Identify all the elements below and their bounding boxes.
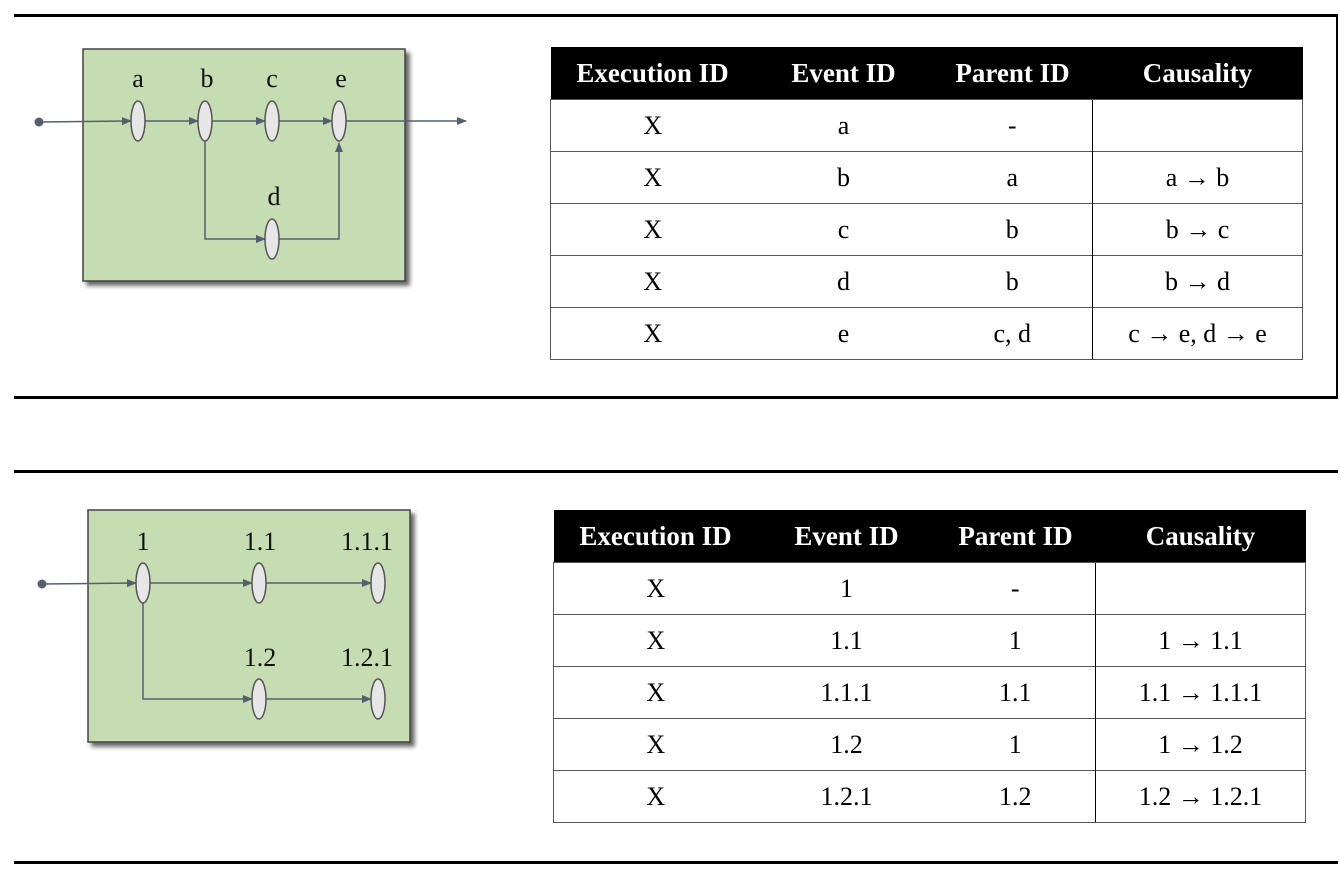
- causality-diagram-letters: a b c e d: [34, 48, 467, 282]
- node-c: [264, 100, 280, 142]
- edges: [41, 579, 372, 703]
- table-header-row: Execution ID Event ID Parent ID Causalit…: [553, 510, 1306, 563]
- node-1.1: [251, 562, 267, 604]
- label-1.1: 1.1: [244, 527, 277, 556]
- panel-numbers: 1 1.1 1.1.1 1.2 1.2.1 Execution ID Event…: [14, 470, 1338, 864]
- table-row: X d b b → d: [550, 255, 1303, 308]
- start-dot: [37, 579, 47, 589]
- cell-execution-id: X: [550, 203, 755, 256]
- cell-parent-id: c, d: [932, 307, 1093, 360]
- table-row: X c b b → c: [550, 203, 1303, 256]
- cell-causality: 1.1 → 1.1.1: [1095, 666, 1306, 719]
- cell-event-id: a: [754, 99, 933, 152]
- cell-causality: b → d: [1092, 255, 1303, 308]
- process-box: [87, 509, 411, 743]
- header-causality: Causality: [1092, 47, 1303, 100]
- node-d: [264, 218, 280, 260]
- cell-execution-id: X: [550, 255, 755, 308]
- header-causality: Causality: [1095, 510, 1306, 563]
- label-b: b: [201, 64, 214, 93]
- table-row: X 1.1.1 1.1 1.1 → 1.1.1: [553, 666, 1306, 719]
- cell-parent-id: -: [935, 562, 1096, 615]
- cell-execution-id: X: [553, 718, 758, 771]
- cell-parent-id: 1.2: [935, 770, 1096, 823]
- table-row: X 1 -: [553, 562, 1306, 615]
- label-1: 1: [137, 527, 150, 556]
- nodes: [130, 100, 347, 260]
- label-e: e: [335, 64, 347, 93]
- label-1.2.1: 1.2.1: [341, 643, 393, 672]
- panel-letters: a b c e d Execution ID Event ID Parent I…: [14, 14, 1338, 399]
- header-execution-id: Execution ID: [553, 510, 758, 563]
- start-dot: [34, 117, 44, 127]
- cell-parent-id: 1: [935, 614, 1096, 667]
- cell-execution-id: X: [550, 151, 755, 204]
- edge-1-1.2: [142, 603, 253, 703]
- cell-event-id: c: [754, 203, 933, 256]
- header-event-id: Event ID: [757, 510, 936, 563]
- cell-event-id: 1.2.1: [757, 770, 936, 823]
- causality-diagram-numbers: 1 1.1 1.1.1 1.2 1.2.1: [37, 509, 411, 743]
- cell-execution-id: X: [550, 307, 755, 360]
- cell-parent-id: b: [932, 255, 1093, 308]
- cell-execution-id: X: [553, 562, 758, 615]
- table-row: X b a a → b: [550, 151, 1303, 204]
- cell-causality: a → b: [1092, 151, 1303, 204]
- cell-causality: [1095, 562, 1306, 615]
- node-1.2: [251, 678, 267, 720]
- table-row: X e c, d c → e, d → e: [550, 307, 1303, 360]
- cell-causality: 1 → 1.1: [1095, 614, 1306, 667]
- header-parent-id: Parent ID: [935, 510, 1096, 563]
- edges: [38, 117, 467, 243]
- header-execution-id: Execution ID: [550, 47, 755, 100]
- cell-execution-id: X: [553, 770, 758, 823]
- edge-b-d: [204, 141, 266, 243]
- header-parent-id: Parent ID: [932, 47, 1093, 100]
- edge-start-a: [38, 117, 132, 126]
- node-1.1.1: [370, 562, 386, 604]
- cell-parent-id: a: [932, 151, 1093, 204]
- cell-causality: c → e, d → e: [1092, 307, 1303, 360]
- cell-causality: 1.2 → 1.2.1: [1095, 770, 1306, 823]
- label-a: a: [132, 64, 144, 93]
- node-1.2.1: [370, 678, 386, 720]
- cell-parent-id: -: [932, 99, 1093, 152]
- table-row: X a -: [550, 99, 1303, 152]
- label-d: d: [268, 182, 281, 211]
- cell-event-id: 1.1: [757, 614, 936, 667]
- header-event-id: Event ID: [754, 47, 933, 100]
- table-row: X 1.2 1 1 → 1.2: [553, 718, 1306, 771]
- cell-event-id: 1.2: [757, 718, 936, 771]
- node-e: [331, 100, 347, 142]
- nodes: [135, 562, 386, 720]
- cell-parent-id: b: [932, 203, 1093, 256]
- label-c: c: [266, 64, 278, 93]
- events-table-letters: Execution ID Event ID Parent ID Causalit…: [550, 47, 1303, 360]
- cell-execution-id: X: [550, 99, 755, 152]
- cell-causality: b → c: [1092, 203, 1303, 256]
- label-1.1.1: 1.1.1: [341, 527, 393, 556]
- table-row: X 1.2.1 1.2 1.2 → 1.2.1: [553, 770, 1306, 823]
- table-row: X 1.1 1 1 → 1.1: [553, 614, 1306, 667]
- cell-causality: 1 → 1.2: [1095, 718, 1306, 771]
- cell-execution-id: X: [553, 666, 758, 719]
- label-1.2: 1.2: [244, 643, 277, 672]
- cell-causality: [1092, 99, 1303, 152]
- edge-start-1: [41, 579, 137, 588]
- process-box: [82, 48, 406, 282]
- cell-event-id: 1: [757, 562, 936, 615]
- events-table-numbers: Execution ID Event ID Parent ID Causalit…: [553, 510, 1306, 823]
- cell-event-id: d: [754, 255, 933, 308]
- cell-event-id: 1.1.1: [757, 666, 936, 719]
- node-a: [130, 100, 146, 142]
- cell-event-id: e: [754, 307, 933, 360]
- node-b: [197, 100, 213, 142]
- cell-parent-id: 1.1: [935, 666, 1096, 719]
- cell-parent-id: 1: [935, 718, 1096, 771]
- cell-event-id: b: [754, 151, 933, 204]
- edge-d-e: [279, 142, 343, 240]
- cell-execution-id: X: [553, 614, 758, 667]
- node-1: [135, 562, 151, 604]
- table-header-row: Execution ID Event ID Parent ID Causalit…: [550, 47, 1303, 100]
